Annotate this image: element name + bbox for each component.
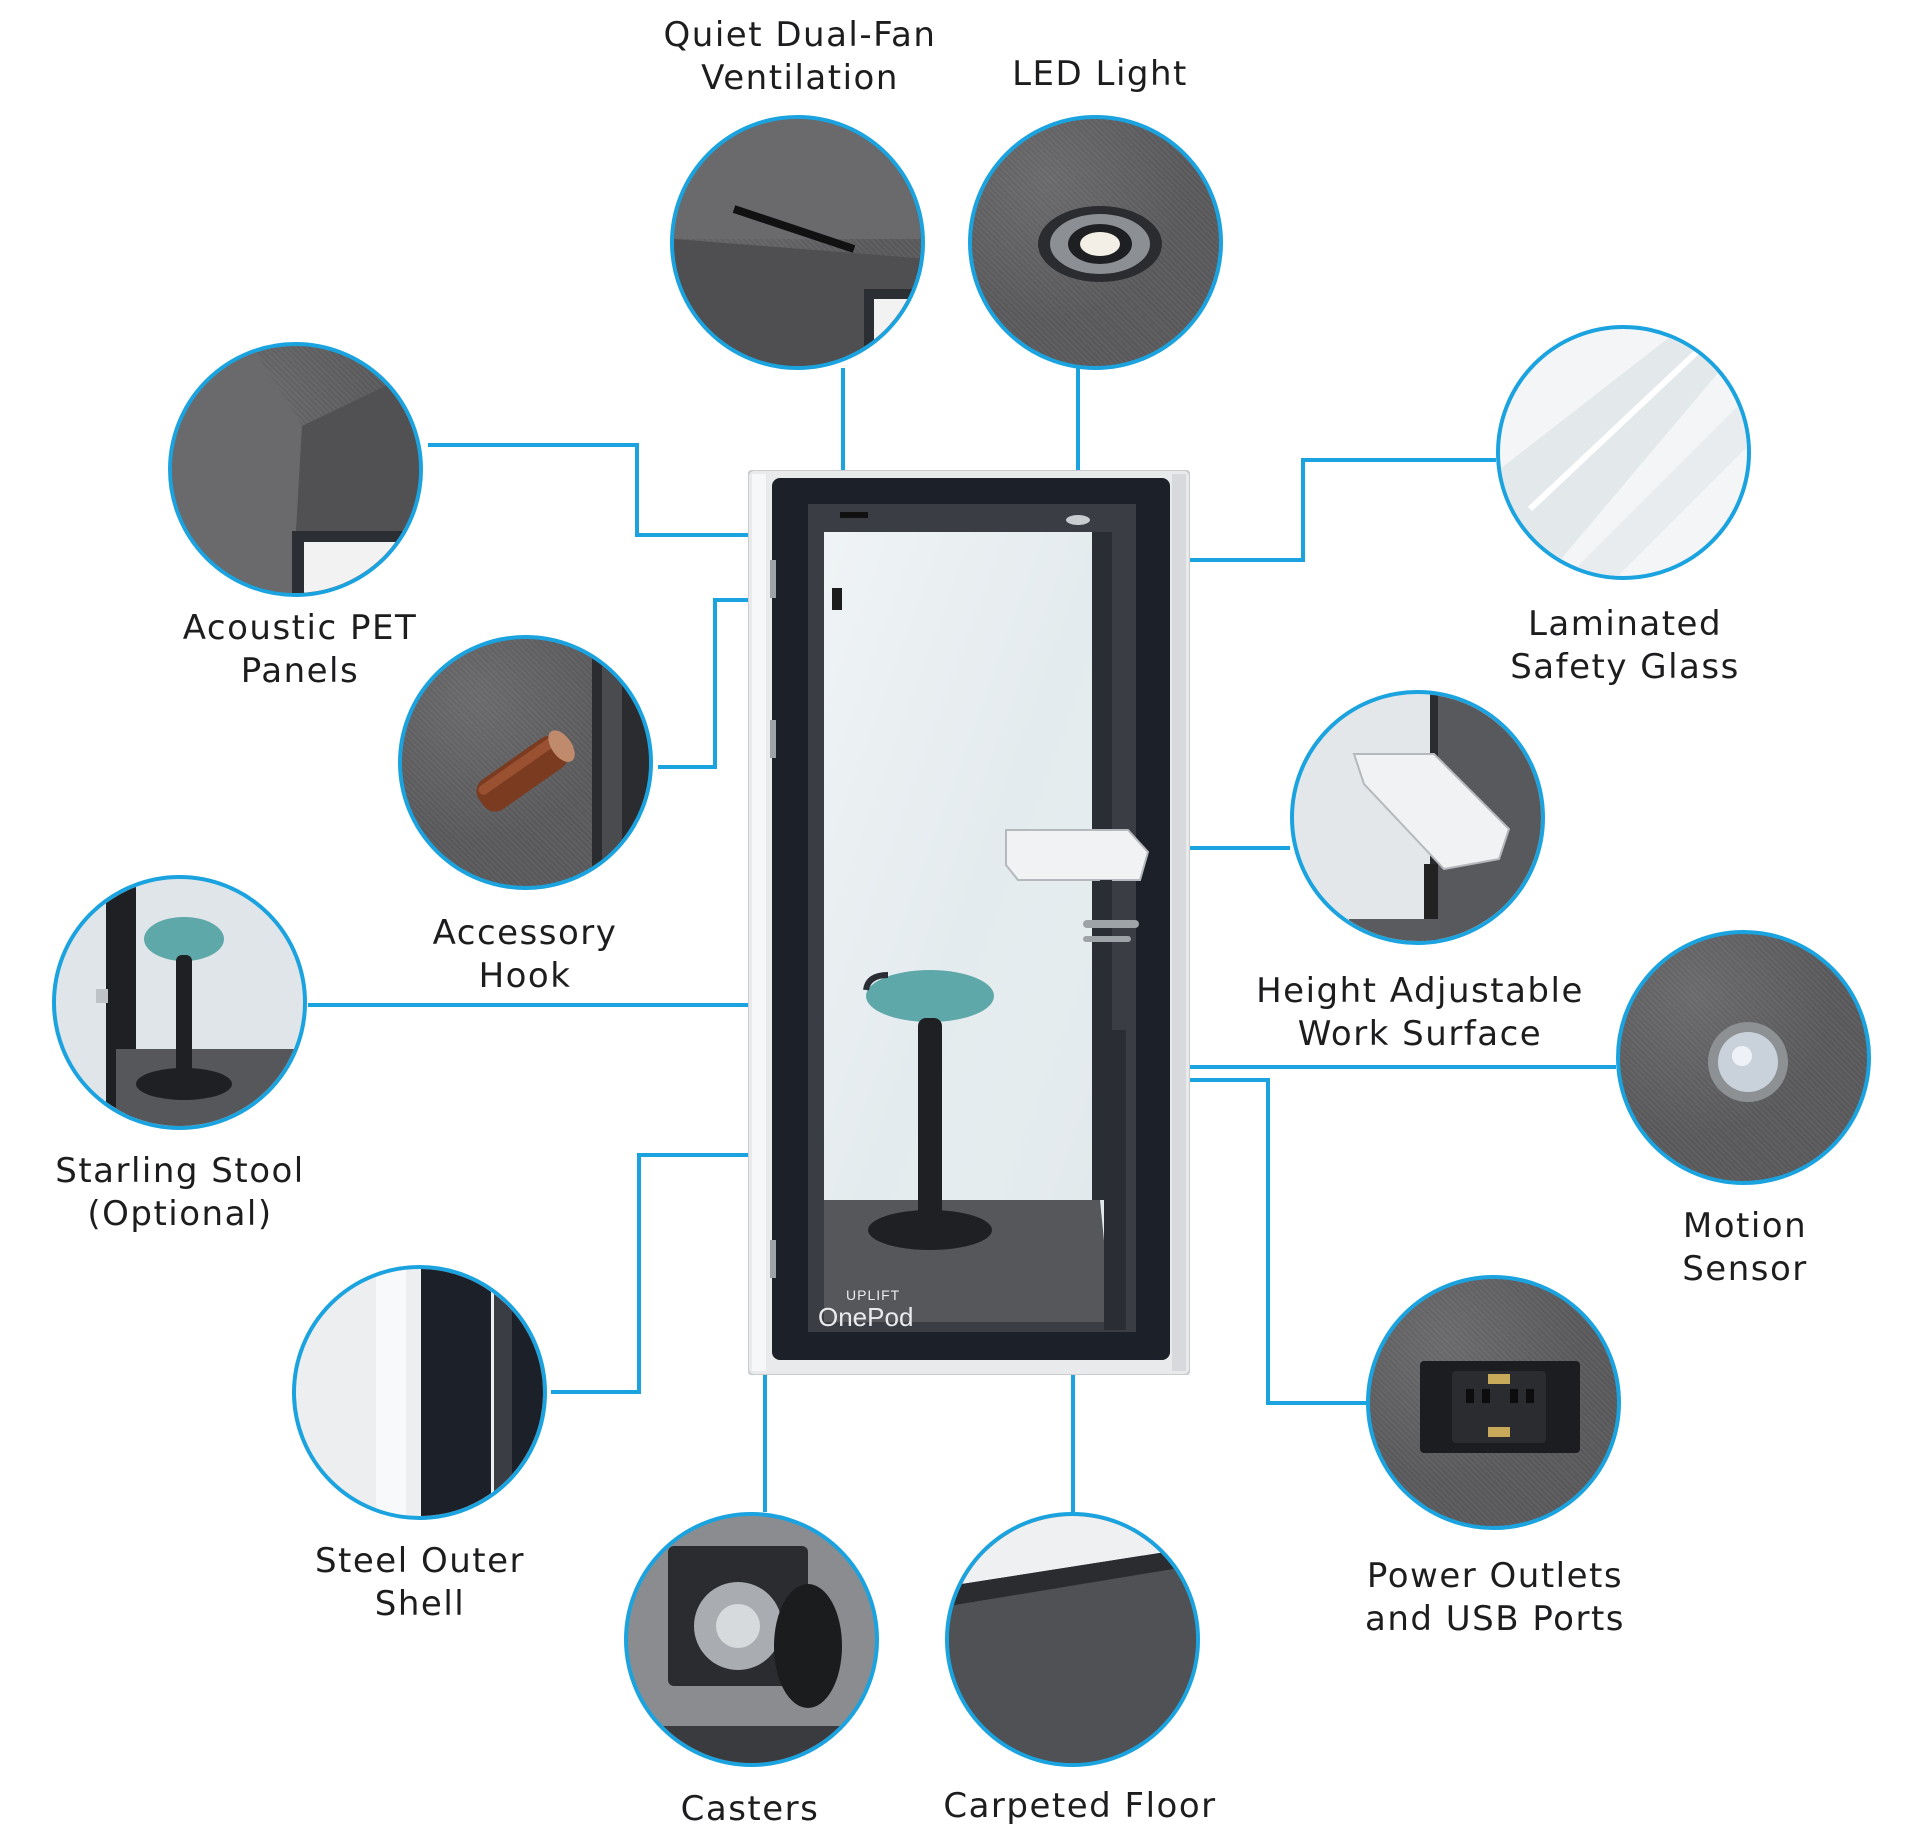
laminated-glass-detail-circle: [1496, 325, 1751, 580]
motion-sensor-icon: [1708, 1022, 1788, 1102]
stool-detail-circle: [52, 875, 307, 1130]
hook-label: Accessory Hook: [385, 912, 665, 998]
desk-icon: [1349, 694, 1541, 941]
carpet-icon: [949, 1516, 1196, 1763]
carpet-detail-circle: [945, 1512, 1200, 1767]
floor-label: Carpeted Floor: [925, 1785, 1235, 1828]
laminated-label-line-1: Laminated: [1527, 604, 1723, 644]
connector-shell: [551, 1153, 762, 1394]
stool-label-line-2: (Optional): [87, 1194, 273, 1234]
motion-sensor-detail-circle: [1616, 930, 1871, 1185]
shell-label: Steel Outer Shell: [280, 1540, 560, 1626]
power-label-line-1: Power Outlets: [1366, 1556, 1624, 1596]
ventilation-detail-circle: [670, 115, 925, 370]
led-label: LED Light: [960, 53, 1240, 96]
ventilation-label-line-2: Ventilation: [701, 58, 899, 98]
ventilation-label: Quiet Dual-Fan Ventilation: [630, 14, 970, 100]
power-label: Power Outlets and USB Ports: [1330, 1555, 1660, 1641]
floor-label-line-1: Carpeted Floor: [943, 1786, 1217, 1826]
led-detail-circle: [968, 115, 1223, 370]
connector-acoustic: [428, 443, 818, 537]
connector-power: [1116, 1078, 1366, 1405]
led-label-line-1: LED Light: [1012, 54, 1188, 94]
casters-label-line-1: Casters: [680, 1789, 820, 1829]
acoustic-label-line-2: Panels: [240, 651, 360, 691]
laminated-label-line-2: Safety Glass: [1510, 647, 1740, 687]
outer-shell-detail-circle: [292, 1265, 547, 1520]
shell-edge-icon: [376, 1269, 543, 1516]
vent-slot-icon: [674, 119, 921, 366]
booth-logo-brand: UPLIFT: [846, 1287, 900, 1303]
motion-label: Motion Sensor: [1620, 1205, 1870, 1291]
acoustic-label: Acoustic PET Panels: [140, 607, 460, 693]
stool-label-line-1: Starling Stool: [55, 1151, 305, 1191]
shell-label-line-2: Shell: [374, 1584, 466, 1624]
caster-wheel-icon: [628, 1546, 875, 1763]
stool-icon: [96, 879, 303, 1126]
work-surface-detail-circle: [1290, 690, 1545, 945]
booth-logo-model: OnePod: [818, 1302, 913, 1332]
acoustic-panel-icon: [172, 346, 419, 593]
power-outlet-detail-circle: [1366, 1275, 1621, 1530]
motion-label-line-2: Sensor: [1682, 1249, 1808, 1289]
stool-label: Starling Stool (Optional): [30, 1150, 330, 1236]
ventilation-label-line-1: Quiet Dual-Fan: [663, 15, 937, 55]
led-light-icon: [1038, 206, 1162, 282]
accessory-hook-detail-circle: [398, 635, 653, 890]
acoustic-panel-detail-circle: [168, 342, 423, 597]
power-label-line-2: and USB Ports: [1365, 1599, 1625, 1639]
power-outlet-icon: [1420, 1361, 1580, 1453]
hook-label-line-1: Accessory: [432, 913, 618, 953]
work-surface-label-line-1: Height Adjustable: [1256, 971, 1584, 1011]
phone-booth-illustration: UPLIFT OnePod: [748, 470, 1190, 1375]
laminated-label: Laminated Safety Glass: [1470, 603, 1780, 689]
work-surface-label-line-2: Work Surface: [1297, 1014, 1543, 1054]
motion-label-line-1: Motion: [1682, 1206, 1808, 1246]
acoustic-label-line-1: Acoustic PET: [182, 608, 418, 648]
hook-label-line-2: Hook: [478, 956, 572, 996]
casters-label: Casters: [640, 1788, 860, 1831]
shell-label-line-1: Steel Outer: [314, 1541, 526, 1581]
work-surface-label: Height Adjustable Work Surface: [1220, 970, 1620, 1056]
casters-detail-circle: [624, 1512, 879, 1767]
glass-pane-icon: [1500, 329, 1747, 576]
